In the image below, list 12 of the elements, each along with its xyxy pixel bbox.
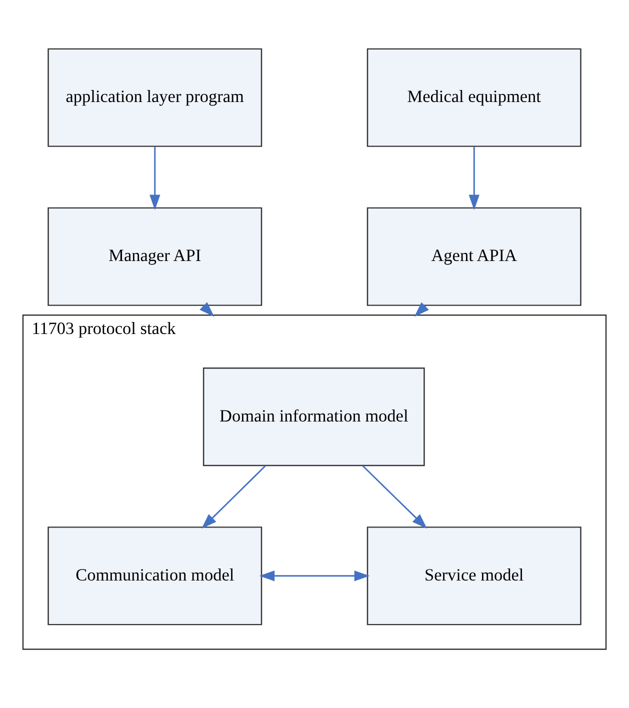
arrow xyxy=(362,465,428,529)
node-box: Service model xyxy=(366,526,582,626)
node-box: Domain information model xyxy=(202,368,425,466)
node-box: Medical equipment xyxy=(366,48,582,147)
node-box: application layer program xyxy=(48,48,262,147)
arrow xyxy=(202,465,266,529)
node-box: Communication model xyxy=(48,526,262,626)
arrow xyxy=(200,302,214,317)
arrow xyxy=(150,146,160,210)
arrow xyxy=(468,146,480,210)
arrow xyxy=(259,570,370,582)
arrow xyxy=(414,302,429,317)
